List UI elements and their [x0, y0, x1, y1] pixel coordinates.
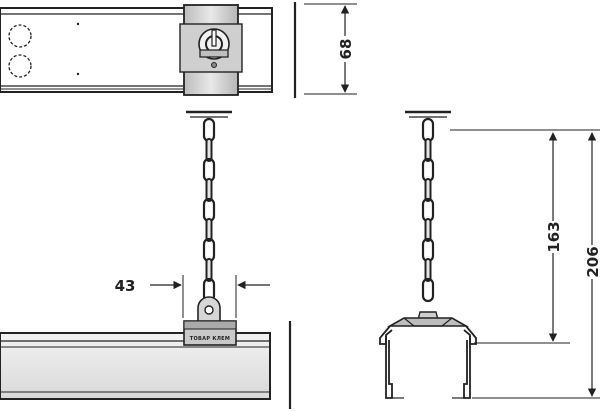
dimension-label-163: 163: [545, 221, 563, 252]
dimension-label-206: 206: [584, 246, 600, 277]
side-rail-profile: [463, 336, 471, 399]
side-view: 163 206: [379, 110, 600, 399]
side-rail-profile: [385, 336, 393, 399]
dimension-label-43: 43: [115, 277, 136, 295]
knockout-hole: [8, 24, 32, 48]
knockout-hole: [8, 54, 32, 78]
front-view: ТОВАР КЛЕМ 43: [0, 110, 292, 409]
side-clamp: [386, 317, 470, 327]
clamp-brand-text: ТОВАР КЛЕМ: [190, 336, 230, 342]
dimension-label-68: 68: [337, 39, 355, 60]
top-view: 68: [0, 2, 357, 98]
chain: [202, 117, 216, 303]
chain: [421, 117, 435, 303]
